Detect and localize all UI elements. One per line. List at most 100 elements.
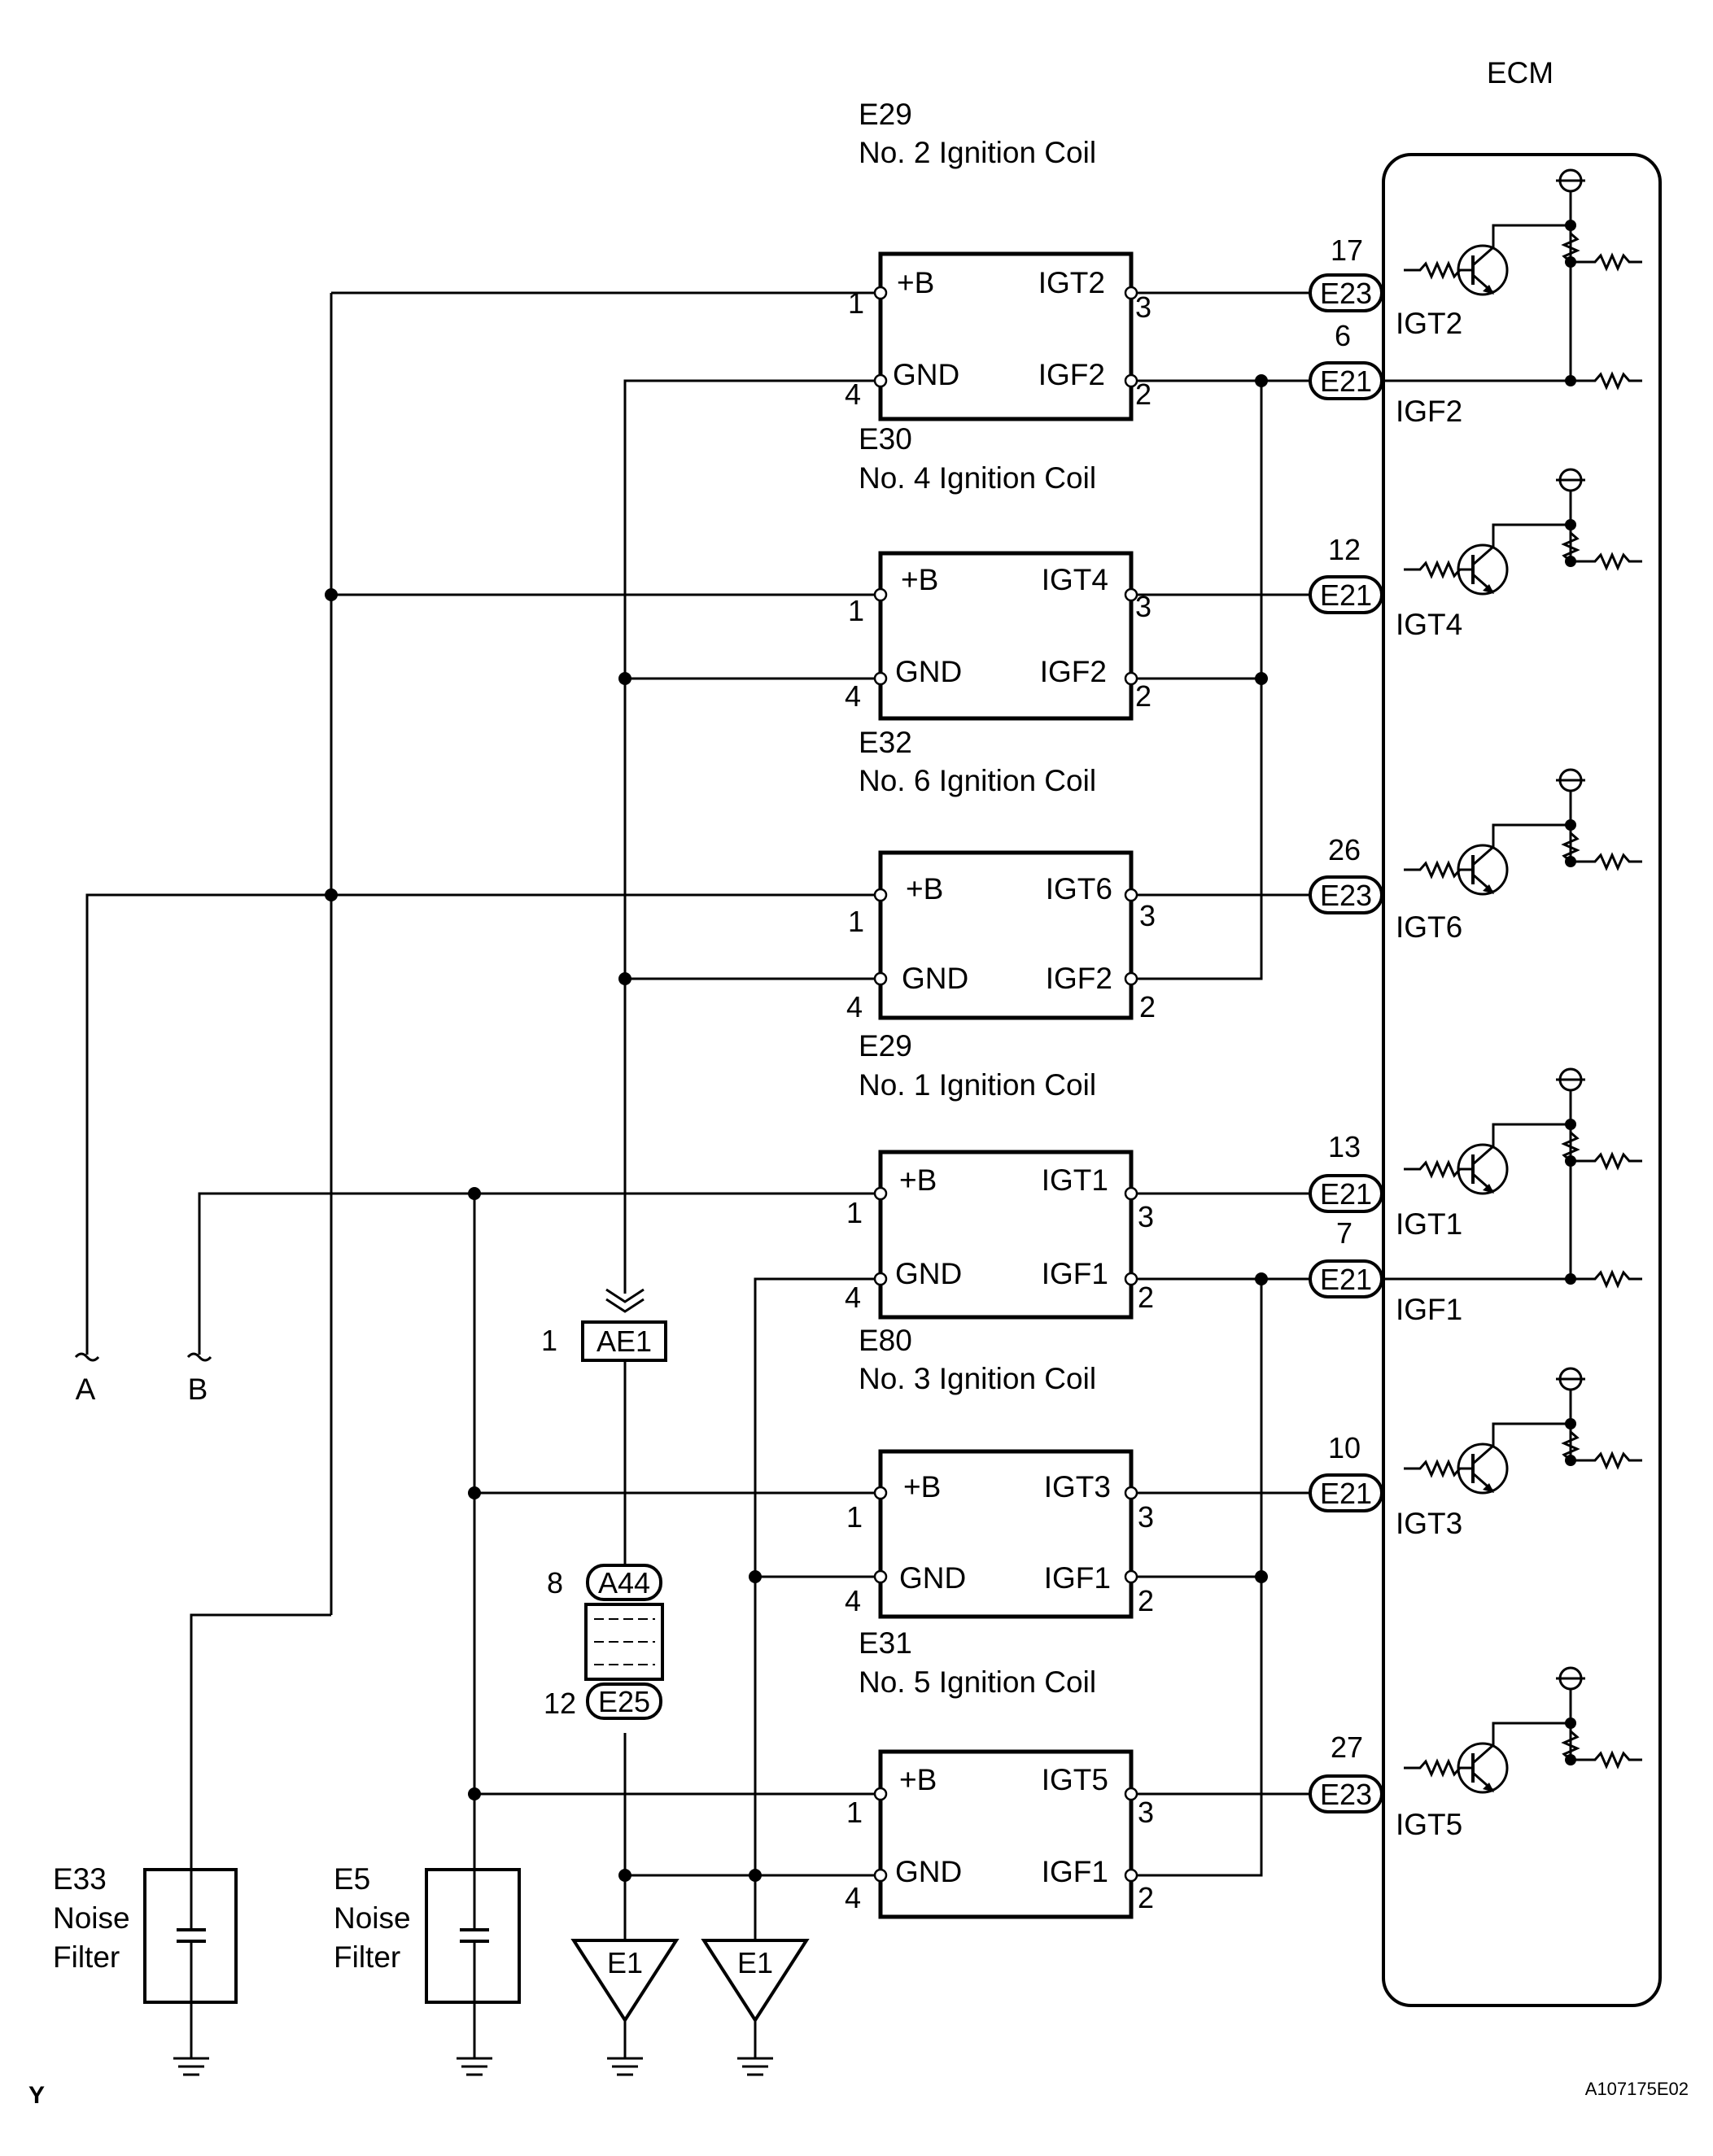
connector-pin: 27	[1331, 1730, 1363, 1764]
filter-noise: Noise	[334, 1901, 411, 1935]
connector-pin: 17	[1331, 233, 1363, 267]
ignition-coil-3: E29 No. 1 Ignition Coil +B GND IGT1 IGF1…	[845, 1029, 1154, 1320]
connector-pin: 13	[1328, 1130, 1361, 1163]
e25-label: E25	[598, 1685, 650, 1718]
ecm-signal: IGT1	[1396, 1207, 1462, 1241]
coil-igf: IGF1	[1042, 1257, 1108, 1290]
pin-1: 1	[846, 1500, 863, 1534]
pin-2: 2	[1138, 1881, 1154, 1914]
filter-noise: Noise	[53, 1901, 130, 1935]
coil-igf: IGF1	[1042, 1855, 1108, 1888]
coil-gnd: GND	[895, 1257, 962, 1290]
junction-a44-e25: A44 8 E25 12	[544, 1564, 664, 1720]
a44-pin: 8	[547, 1566, 563, 1600]
coil-terminals	[873, 286, 1138, 1883]
coil-gnd: GND	[895, 1855, 962, 1888]
pin-1: 1	[848, 594, 864, 627]
coil-code: E30	[859, 422, 912, 456]
ignition-coil-2: E32 No. 6 Ignition Coil +B GND IGT6 IGF2…	[846, 726, 1156, 1023]
coil-igt: IGT1	[1042, 1163, 1108, 1197]
ecm-connector-5: 7 E21 IGF1	[1309, 1216, 1462, 1326]
connector-id: E21	[1320, 364, 1372, 398]
connector-id: E21	[1320, 1177, 1372, 1211]
coil-igt: IGT2	[1038, 266, 1105, 299]
connector-pin: 10	[1328, 1431, 1361, 1464]
coil-gnd: GND	[902, 962, 968, 995]
coil-plus-b: +B	[901, 563, 938, 596]
ecm-connector-6: 10 E21 IGT3	[1309, 1431, 1462, 1540]
pin-4: 4	[845, 1881, 861, 1914]
pin-3: 3	[1138, 1500, 1154, 1534]
ecm-connector-4: 13 E21 IGT1	[1309, 1130, 1462, 1241]
coil-plus-b: +B	[906, 872, 943, 906]
offpage-b-label: B	[188, 1373, 208, 1406]
offpage-a: A	[74, 1352, 100, 1406]
ecm-connector-1: 6 E21 IGF2	[1309, 319, 1462, 428]
coil-name: No. 4 Ignition Coil	[859, 461, 1096, 495]
ground-e1-0: E1	[570, 1939, 680, 2076]
offpage-a-label: A	[76, 1373, 96, 1406]
pin-2: 2	[1135, 679, 1151, 713]
connector-pin: 6	[1335, 319, 1351, 352]
connector-pin: 26	[1328, 833, 1361, 866]
pin-4: 4	[845, 679, 861, 713]
ecm-signal: IGF2	[1396, 395, 1462, 428]
connector-id: E23	[1320, 1778, 1372, 1811]
filter-filter: Filter	[334, 1940, 400, 1974]
ecm-connector-0: 17 E23 IGT2	[1309, 233, 1462, 340]
coil-igt: IGT4	[1042, 563, 1108, 596]
pin-4: 4	[846, 990, 863, 1023]
coil-code: E80	[859, 1324, 912, 1357]
filter-code: E5	[334, 1862, 370, 1896]
coil-igt: IGT6	[1046, 872, 1112, 906]
pin-3: 3	[1138, 1200, 1154, 1233]
filter-code: E33	[53, 1862, 107, 1896]
footer-right: A107175E02	[1585, 2079, 1689, 2099]
ae1-label: AE1	[596, 1325, 652, 1358]
ignition-coil-5: E31 No. 5 Ignition Coil +B GND IGT5 IGF1…	[845, 1626, 1154, 1919]
connector-id: E21	[1320, 578, 1372, 612]
ecm-signal: IGF1	[1396, 1293, 1462, 1326]
coil-code: E29	[859, 1029, 912, 1063]
pin-1: 1	[848, 286, 864, 320]
connector-id: E21	[1320, 1477, 1372, 1510]
coil-igf: IGF2	[1046, 962, 1112, 995]
coil-code: E31	[859, 1626, 912, 1660]
coil-code: E29	[859, 98, 912, 131]
coil-igt: IGT5	[1042, 1763, 1108, 1796]
pin-2: 2	[1139, 990, 1156, 1023]
ground-e1-1: E1	[701, 1939, 810, 2076]
connector-id: E21	[1320, 1263, 1372, 1296]
ignition-coil-4: E80 No. 3 Ignition Coil +B GND IGT3 IGF1…	[845, 1324, 1154, 1619]
wiring	[85, 291, 1310, 1940]
filter-filter: Filter	[53, 1940, 120, 1974]
a44-label: A44	[598, 1566, 650, 1600]
offpage-b: B	[186, 1352, 212, 1406]
coil-name: No. 1 Ignition Coil	[859, 1068, 1096, 1102]
coil-plus-b: +B	[899, 1763, 937, 1796]
coil-igf: IGF1	[1044, 1561, 1111, 1595]
coil-igt: IGT3	[1044, 1470, 1111, 1504]
footer-left: Y	[28, 2082, 45, 2109]
pin-1: 1	[846, 1796, 863, 1829]
ignition-coil-0: E29 No. 2 Ignition Coil +B GND IGT2 IGF2…	[845, 98, 1151, 421]
pin-3: 3	[1135, 290, 1151, 324]
coil-gnd: GND	[895, 655, 962, 688]
coil-name: No. 3 Ignition Coil	[859, 1362, 1096, 1395]
pin-3: 3	[1138, 1796, 1154, 1829]
ecm-connector-7: 27 E23 IGT5	[1309, 1730, 1462, 1841]
coil-igf: IGF2	[1038, 358, 1105, 391]
pin-1: 1	[846, 1196, 863, 1229]
coil-plus-b: +B	[899, 1163, 937, 1197]
coil-igf: IGF2	[1040, 655, 1107, 688]
coil-name: No. 5 Ignition Coil	[859, 1665, 1096, 1699]
ecm-label: ECM	[1487, 56, 1553, 89]
pin-2: 2	[1138, 1281, 1154, 1314]
ecm-igf-inputs	[1382, 212, 1642, 1289]
ecm-signal: IGT4	[1396, 608, 1462, 641]
ecm-connector-2: 12 E21 IGT4	[1309, 533, 1462, 641]
connector-pin: 12	[1328, 533, 1361, 566]
ground-label: E1	[737, 1946, 773, 1979]
connector-pin: 7	[1336, 1216, 1352, 1250]
noise-filter-0: E33 Noise Filter	[53, 1862, 238, 2076]
